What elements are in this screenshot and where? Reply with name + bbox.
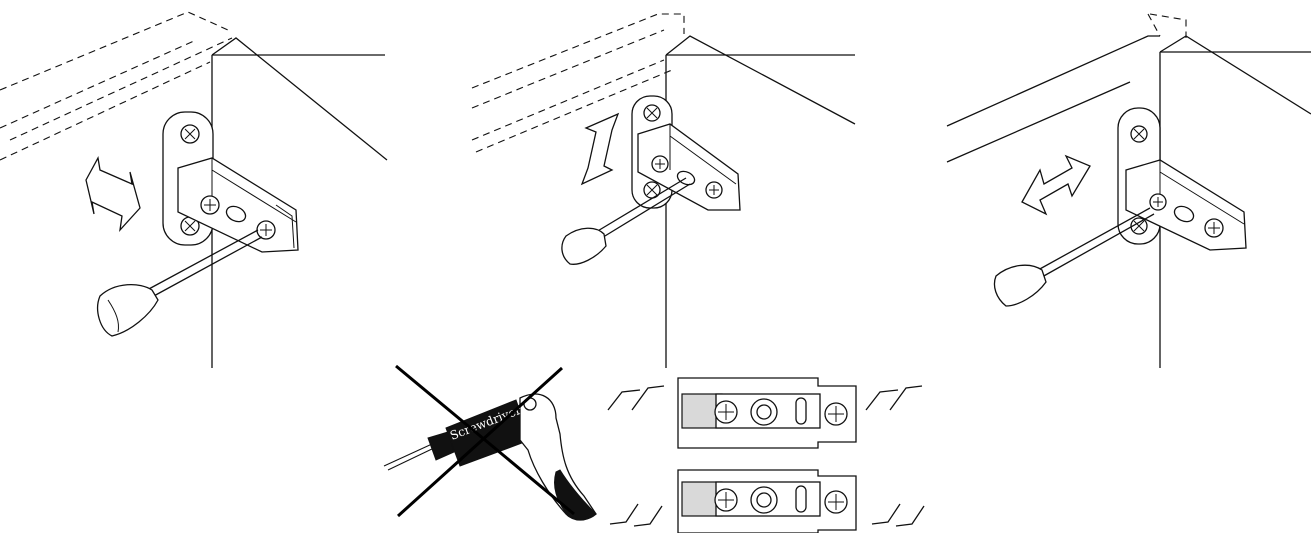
- door-outline-dashed: [0, 11, 233, 161]
- hinge-plate-upper: [677, 377, 857, 449]
- panel-height-adjustment: [471, 13, 856, 368]
- screwdriver-manual: [561, 177, 691, 265]
- hinge-assembly: [631, 95, 741, 211]
- door-outline-dashed: [471, 13, 685, 153]
- hinge-assembly: [162, 111, 299, 253]
- panel-side-adjustment: [0, 11, 388, 368]
- depth-adjust-arrow-icon: [1021, 154, 1091, 216]
- hinge-plate-lower: [677, 469, 857, 533]
- hinge-assembly: [1117, 107, 1247, 251]
- height-adjust-arrow-icon: [580, 112, 620, 186]
- prohibited-cross: [395, 364, 575, 518]
- no-power-screwdriver-icon: Screwdriver: [383, 364, 597, 521]
- rotate-up-arrow-icon: [607, 385, 923, 411]
- screwdriver-manual: [97, 229, 263, 337]
- screwdriver-manual: [993, 207, 1155, 307]
- hinge-plate-top-view-icon: [607, 377, 925, 533]
- rotate-down-arrow-icon: [609, 503, 925, 527]
- door-outline: [946, 13, 1187, 163]
- side-adjust-arrow-icon: [85, 156, 141, 233]
- panel-depth-adjustment: [946, 13, 1311, 368]
